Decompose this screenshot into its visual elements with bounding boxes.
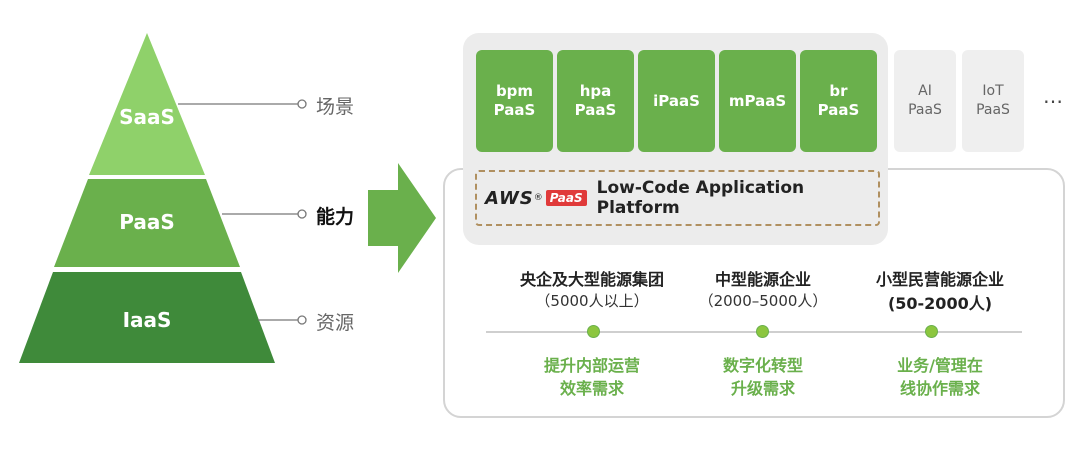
pyramid-level-iaas — [19, 272, 275, 363]
tile-br-paas: br PaaS — [800, 50, 877, 152]
side-label-resource: 资源 — [316, 312, 355, 334]
connector-dot-capability — [297, 209, 307, 219]
pyramid-label-paas: PaaS — [119, 210, 175, 234]
need-line1: 业务/管理在 — [897, 356, 983, 375]
need-line2: 升级需求 — [730, 379, 795, 398]
registered-mark: ® — [533, 193, 543, 203]
tile-ipaas: iPaaS — [638, 50, 715, 152]
tile-line1: hpa — [579, 82, 612, 100]
segment-title-medium: 中型能源企业 — [714, 270, 811, 289]
timeline-dot — [588, 326, 599, 337]
tile-line1: mPaaS — [728, 91, 787, 110]
pyramid-label-iaas: IaaS — [122, 308, 172, 332]
tile-iot-paas: IoT PaaS — [962, 50, 1024, 152]
side-label-scene: 场景 — [316, 96, 355, 118]
need-line1: 数字化转型 — [722, 356, 803, 375]
paas-badge: PaaS — [545, 190, 587, 206]
tile-line1: br — [829, 82, 848, 100]
pyramid-diagram — [19, 33, 436, 363]
connector-dot-scene — [297, 99, 307, 109]
low-code-platform-bar: AWS ® PaaS Low-Code Application Platform — [475, 170, 880, 226]
segment-sub-small: (50-2000人) — [887, 294, 993, 313]
tile-line1: IoT — [982, 83, 1004, 99]
connector-dot-resource — [297, 315, 307, 325]
tile-line2: PaaS — [574, 101, 617, 119]
pyramid-level-saas — [89, 33, 205, 175]
side-label-capability: 能力 — [316, 206, 355, 228]
tile-line1: iPaaS — [653, 91, 700, 110]
more-ellipsis: … — [1043, 84, 1064, 108]
need-medium: 数字化转型 升级需求 — [663, 354, 863, 400]
tile-line2: PaaS — [817, 101, 860, 119]
right-arrow-icon — [368, 163, 436, 273]
timeline-dot — [757, 326, 768, 337]
segment-sub-medium: （2000–5000人） — [698, 292, 828, 310]
need-line2: 线协作需求 — [899, 379, 980, 398]
aws-logo: AWS — [485, 187, 534, 209]
need-small: 业务/管理在 线协作需求 — [840, 354, 1040, 400]
timeline-dot — [926, 326, 937, 337]
tile-ai-paas: AI PaaS — [894, 50, 956, 152]
tile-line2: PaaS — [908, 102, 942, 118]
tile-line1: AI — [918, 83, 932, 99]
need-large: 提升内部运营 效率需求 — [492, 354, 692, 400]
tile-hpa-paas: hpa PaaS — [557, 50, 634, 152]
segment-title-large: 央企及大型能源集团 — [519, 270, 664, 289]
pyramid-level-paas — [54, 179, 240, 267]
platform-title: Low-Code Application Platform — [596, 178, 805, 218]
pyramid-label-saas: SaaS — [119, 105, 175, 129]
need-line2: 效率需求 — [559, 379, 624, 398]
tile-line2: PaaS — [976, 102, 1010, 118]
tile-mpaas: mPaaS — [719, 50, 796, 152]
segment-sub-large: （5000人以上） — [535, 292, 649, 310]
tile-bpm-paas: bpm PaaS — [476, 50, 553, 152]
segment-title-small: 小型民营能源企业 — [875, 270, 1004, 289]
tile-line2: PaaS — [493, 101, 536, 119]
need-line1: 提升内部运营 — [543, 356, 640, 375]
timeline-line — [486, 331, 1022, 333]
tile-line1: bpm — [495, 82, 534, 100]
